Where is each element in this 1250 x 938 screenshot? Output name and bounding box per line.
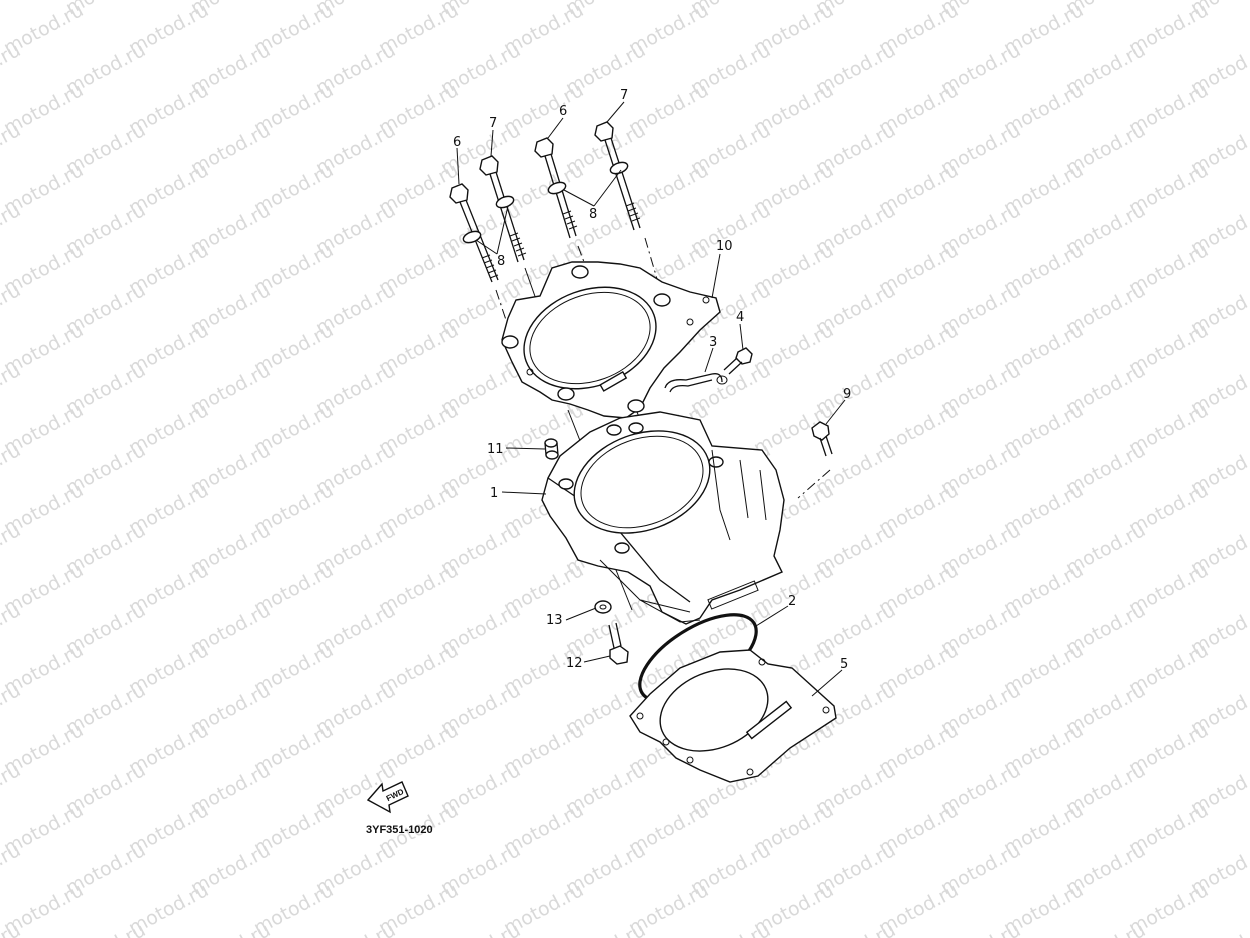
- label-8-left: 8: [497, 254, 505, 269]
- bolt-6-left[interactable]: [449, 183, 499, 283]
- label-1: 1: [490, 486, 498, 501]
- diagram-code: 3YF351-1020: [366, 824, 433, 836]
- label-4: 4: [736, 310, 744, 325]
- label-5: 5: [840, 657, 848, 672]
- leader-lines: [456, 101, 846, 697]
- label-6-right: 6: [559, 104, 567, 119]
- label-9: 9: [843, 387, 851, 402]
- label-6-left: 6: [453, 135, 461, 150]
- label-2: 2: [788, 594, 796, 609]
- pipe-3[interactable]: [664, 373, 728, 393]
- forward-arrow-icon: FWD: [366, 781, 409, 814]
- bolt-6-right[interactable]: [534, 137, 578, 239]
- label-7-left: 7: [489, 116, 497, 131]
- cylinder[interactable]: [541, 411, 785, 625]
- head-gasket[interactable]: [501, 261, 721, 419]
- bolt-4[interactable]: [723, 347, 753, 375]
- label-12: 12: [566, 656, 583, 671]
- label-3: 3: [709, 335, 717, 350]
- label-10: 10: [716, 239, 733, 254]
- dowel-pin-11[interactable]: [544, 438, 559, 460]
- label-8-right: 8: [589, 207, 597, 222]
- part-labels: 6 7 6 7 8 8 10 3 4 9 11 1 13 12 2 5: [453, 88, 851, 672]
- washer-13[interactable]: [594, 600, 612, 614]
- bolt-9[interactable]: [797, 421, 833, 499]
- bolt-12[interactable]: [608, 622, 629, 665]
- bolt-7-left[interactable]: [479, 155, 527, 263]
- bolt-7-right[interactable]: [594, 121, 641, 231]
- label-11: 11: [487, 442, 504, 457]
- label-13: 13: [546, 613, 563, 628]
- label-7-right: 7: [620, 88, 628, 103]
- base-gasket[interactable]: [629, 649, 837, 783]
